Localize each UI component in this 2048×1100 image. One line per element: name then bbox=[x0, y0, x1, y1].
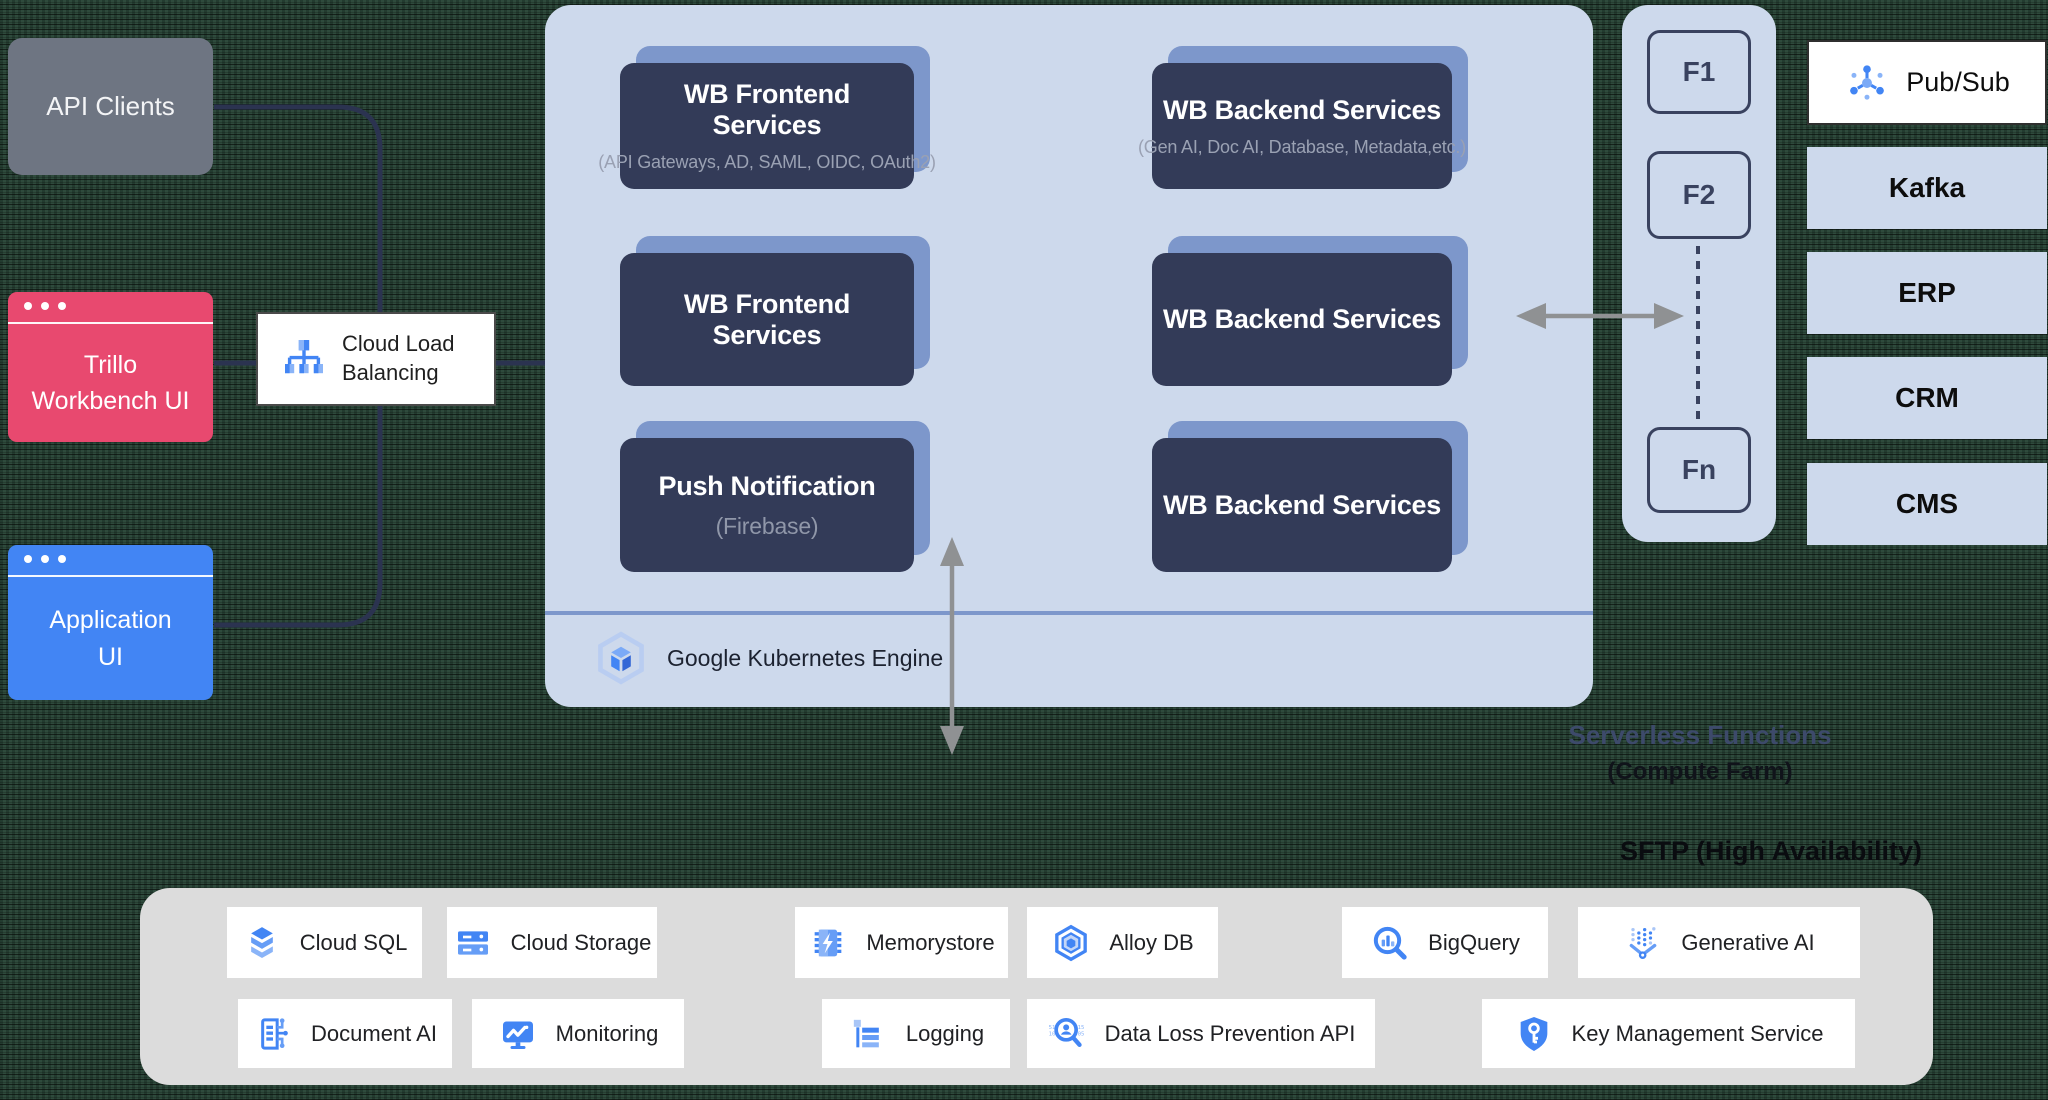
svg-text:15: 15 bbox=[1077, 1025, 1084, 1031]
dlp-chip: 51 10 15 05 Data Loss Prevention API bbox=[1027, 999, 1375, 1068]
chip-label: BigQuery bbox=[1428, 929, 1520, 955]
f1-label: F1 bbox=[1682, 56, 1716, 87]
chip-label: Cloud SQL bbox=[299, 929, 408, 955]
function-box-fn: Fn bbox=[1647, 427, 1751, 513]
svg-text:05: 05 bbox=[1077, 1031, 1084, 1037]
cms-box: CMS bbox=[1807, 463, 2047, 545]
generative-ai-icon bbox=[1630, 926, 1657, 959]
document-ai-icon bbox=[261, 1017, 288, 1050]
application-label-line1: Application bbox=[49, 606, 172, 635]
push-notification-card: Push Notification (Firebase) bbox=[620, 438, 914, 572]
kafka-box: Kafka bbox=[1807, 147, 2047, 229]
card-subtitle: (Firebase) bbox=[715, 512, 819, 539]
wb-frontend-services-card: WB Frontend Services (API Gateways, AD, … bbox=[598, 63, 936, 189]
chip-label: Document AI bbox=[311, 1020, 437, 1046]
card-subtitle: (API Gateways, AD, SAML, OIDC, OAuth2) bbox=[598, 152, 936, 172]
card-title: Push Notification bbox=[658, 470, 876, 501]
bigquery-chip: BigQuery bbox=[1342, 907, 1548, 978]
function-box-f1: F1 bbox=[1647, 30, 1751, 114]
cloud-storage-icon bbox=[457, 930, 488, 955]
card-title: WB Backend Services bbox=[1163, 304, 1441, 334]
card-title: WB Backend Services bbox=[1163, 94, 1441, 125]
wb-backend-services-card: WB Backend Services (Gen AI, Doc AI, Dat… bbox=[1138, 63, 1466, 189]
crm-box: CRM bbox=[1807, 357, 2047, 439]
erp-box: ERP bbox=[1807, 252, 2047, 334]
gke-icon bbox=[598, 631, 644, 685]
cloud-storage-chip: Cloud Storage bbox=[447, 907, 657, 978]
wb-backend-services-card: WB Backend Services bbox=[1152, 253, 1452, 386]
chip-label: Alloy DB bbox=[1109, 929, 1194, 955]
alloydb-chip: Alloy DB bbox=[1027, 907, 1218, 978]
fn-label: Fn bbox=[1681, 454, 1717, 485]
generative-ai-chip: Generative AI bbox=[1578, 907, 1860, 978]
crm-label: CRM bbox=[1895, 382, 1959, 413]
chip-label: Data Loss Prevention API bbox=[1104, 1020, 1356, 1046]
window-chrome-divider bbox=[8, 322, 213, 324]
chip-label: Generative AI bbox=[1681, 929, 1815, 955]
cloud-load-balancing-box: Cloud Load Balancing bbox=[256, 312, 496, 406]
dotted-connector bbox=[1696, 246, 1700, 424]
monitoring-icon bbox=[502, 1021, 533, 1049]
monitoring-chip: Monitoring bbox=[472, 999, 684, 1068]
pubsub-icon bbox=[1850, 64, 1885, 100]
trillo-label-line1: Trillo bbox=[83, 350, 138, 379]
api-clients-box: API Clients bbox=[8, 38, 213, 175]
bigquery-icon bbox=[1373, 926, 1407, 960]
cms-label: CMS bbox=[1895, 488, 1959, 519]
pubsub-box: Pub/Sub bbox=[1807, 40, 2047, 125]
logging-chip: Logging bbox=[822, 999, 1010, 1068]
chip-label: Monitoring bbox=[555, 1020, 659, 1046]
alloydb-icon bbox=[1055, 924, 1088, 961]
gke-label: Google Kubernetes Engine bbox=[667, 644, 944, 671]
card-title: WB Frontend Services bbox=[683, 288, 851, 350]
window-dots-icon bbox=[24, 302, 66, 310]
chip-label: Cloud Storage bbox=[510, 929, 652, 955]
chip-label: Key Management Service bbox=[1571, 1020, 1824, 1046]
trillo-label-line2: Workbench UI bbox=[31, 387, 190, 415]
pubsub-label: Pub/Sub bbox=[1906, 67, 2010, 97]
window-chrome-divider bbox=[8, 575, 213, 577]
wb-backend-services-card: WB Backend Services bbox=[1152, 438, 1452, 572]
application-ui-box: Application UI bbox=[8, 545, 213, 700]
svg-text:51: 51 bbox=[1048, 1025, 1055, 1031]
card-title: WB Backend Services bbox=[1163, 489, 1441, 520]
trillo-workbench-ui-box: Trillo Workbench UI bbox=[8, 292, 213, 442]
gcp-services-panel: Cloud SQL Cloud Storage bbox=[140, 888, 1933, 1085]
erp-label: ERP bbox=[1898, 277, 1956, 308]
svg-text:10: 10 bbox=[1048, 1031, 1055, 1037]
logging-icon bbox=[853, 1019, 879, 1047]
card-subtitle: (Gen AI, Doc AI, Database, Metadata,etc.… bbox=[1138, 136, 1466, 157]
function-box-f2: F2 bbox=[1647, 151, 1751, 239]
card-title: WB Frontend Services bbox=[683, 79, 851, 140]
cloud-sql-chip: Cloud SQL bbox=[227, 907, 422, 978]
document-ai-chip: Document AI bbox=[238, 999, 452, 1068]
sftp-label: SFTP (High Availability) bbox=[1619, 836, 1923, 866]
wb-frontend-services-card: WB Frontend Services bbox=[620, 253, 914, 386]
window-dots-icon bbox=[24, 555, 66, 563]
compute-farm-label: (Compute Farm) bbox=[1607, 758, 1793, 785]
memorystore-chip: Memorystore bbox=[795, 907, 1008, 978]
chip-label: Logging bbox=[905, 1020, 985, 1046]
application-label: Application UI bbox=[8, 577, 213, 700]
trillo-label: Trillo Workbench UI bbox=[8, 324, 213, 442]
dlp-icon: 51 10 15 05 bbox=[1048, 1017, 1084, 1047]
cloud-load-balancing-icon bbox=[285, 340, 323, 374]
kms-chip: Key Management Service bbox=[1482, 999, 1855, 1068]
gke-footer-divider bbox=[545, 611, 1593, 615]
kms-icon bbox=[1520, 1016, 1547, 1051]
f2-label: F2 bbox=[1682, 179, 1716, 210]
application-label-line2: UI bbox=[98, 642, 123, 671]
kafka-label: Kafka bbox=[1888, 172, 1966, 203]
api-clients-label: API Clients bbox=[46, 91, 175, 121]
gke-footer: Google Kubernetes Engine bbox=[593, 630, 943, 686]
chip-label: Memorystore bbox=[866, 929, 995, 955]
cloud-load-balancing-label: Cloud Load Balancing bbox=[342, 331, 455, 385]
cloud-sql-icon bbox=[250, 926, 273, 958]
serverless-functions-label: Serverless Functions bbox=[1568, 720, 1832, 750]
memorystore-icon bbox=[814, 929, 842, 956]
